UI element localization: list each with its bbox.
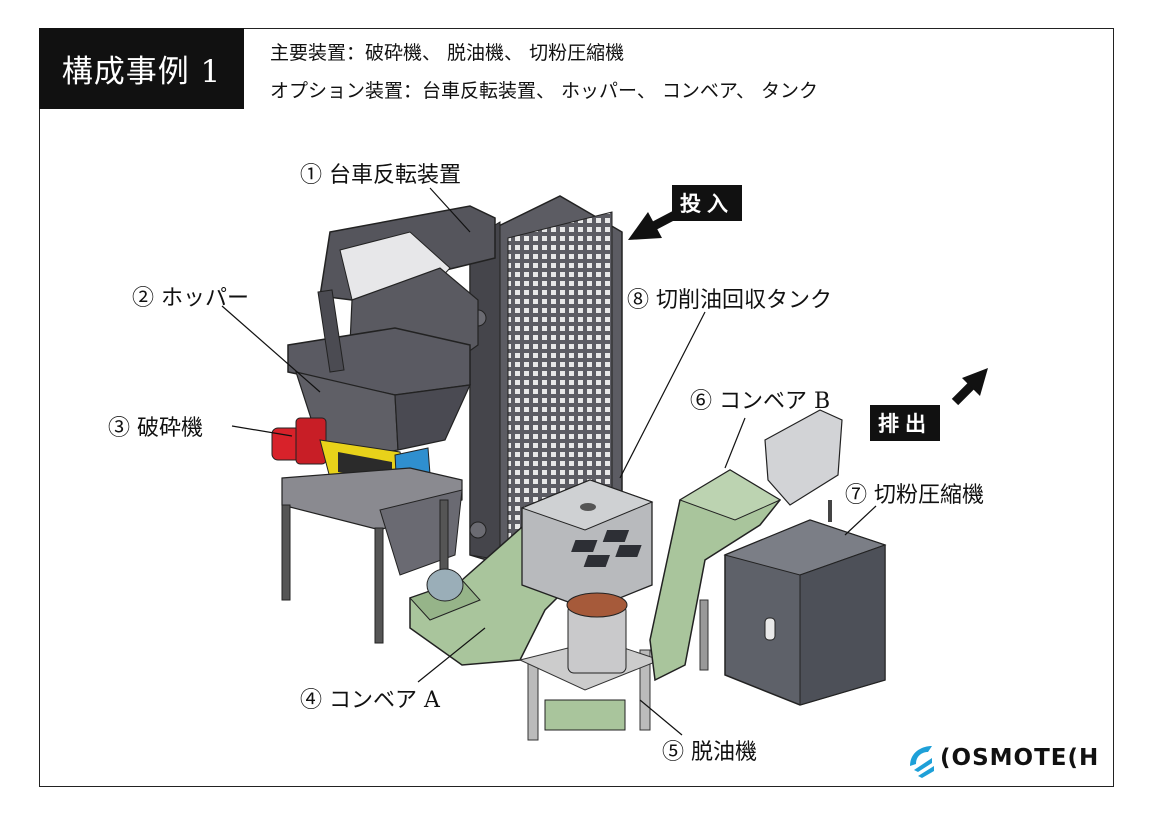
label-cart-tipper: ① 台車反転装置 [300, 163, 461, 188]
label-conveyor-b: ⑥ コンベア B [690, 389, 831, 414]
label-chip-compactor: ⑦ 切粉圧縮機 [845, 483, 984, 508]
crusher-stand [281, 467, 463, 644]
main-equipment-text: 主要装置：破砕機、 脱油機、 切粉圧縮機 [270, 42, 625, 64]
page-title: 構成事例 1 [61, 54, 222, 90]
label-conveyor-a: ④ コンベア A [300, 688, 440, 713]
label-deoiler: ⑤ 脱油機 [662, 740, 757, 765]
output-arrow [951, 368, 988, 406]
cosmotech-logo-icon [910, 746, 934, 778]
label-crusher: ③ 破砕機 [108, 416, 203, 441]
label-hopper: ② ホッパー [132, 286, 249, 311]
conveyor-b [649, 409, 843, 682]
output-tag: 排出 [870, 405, 940, 441]
title-box: 構成事例 1 [39, 28, 244, 109]
chip-compactor [571, 500, 887, 706]
label-oil-tank: ⑧ 切削油回収タンク [627, 288, 832, 313]
leader-lines [221, 187, 877, 736]
deoiler [518, 592, 662, 741]
cosmotech-logo: (OSMOTE(H [906, 745, 1099, 771]
option-equipment-text: オプション装置：台車反転装置、 ホッパー、 コンベア、 タンク [270, 80, 819, 102]
input-tag: 投入 [672, 185, 742, 221]
logo-text: (OSMOTE(H [940, 745, 1100, 771]
